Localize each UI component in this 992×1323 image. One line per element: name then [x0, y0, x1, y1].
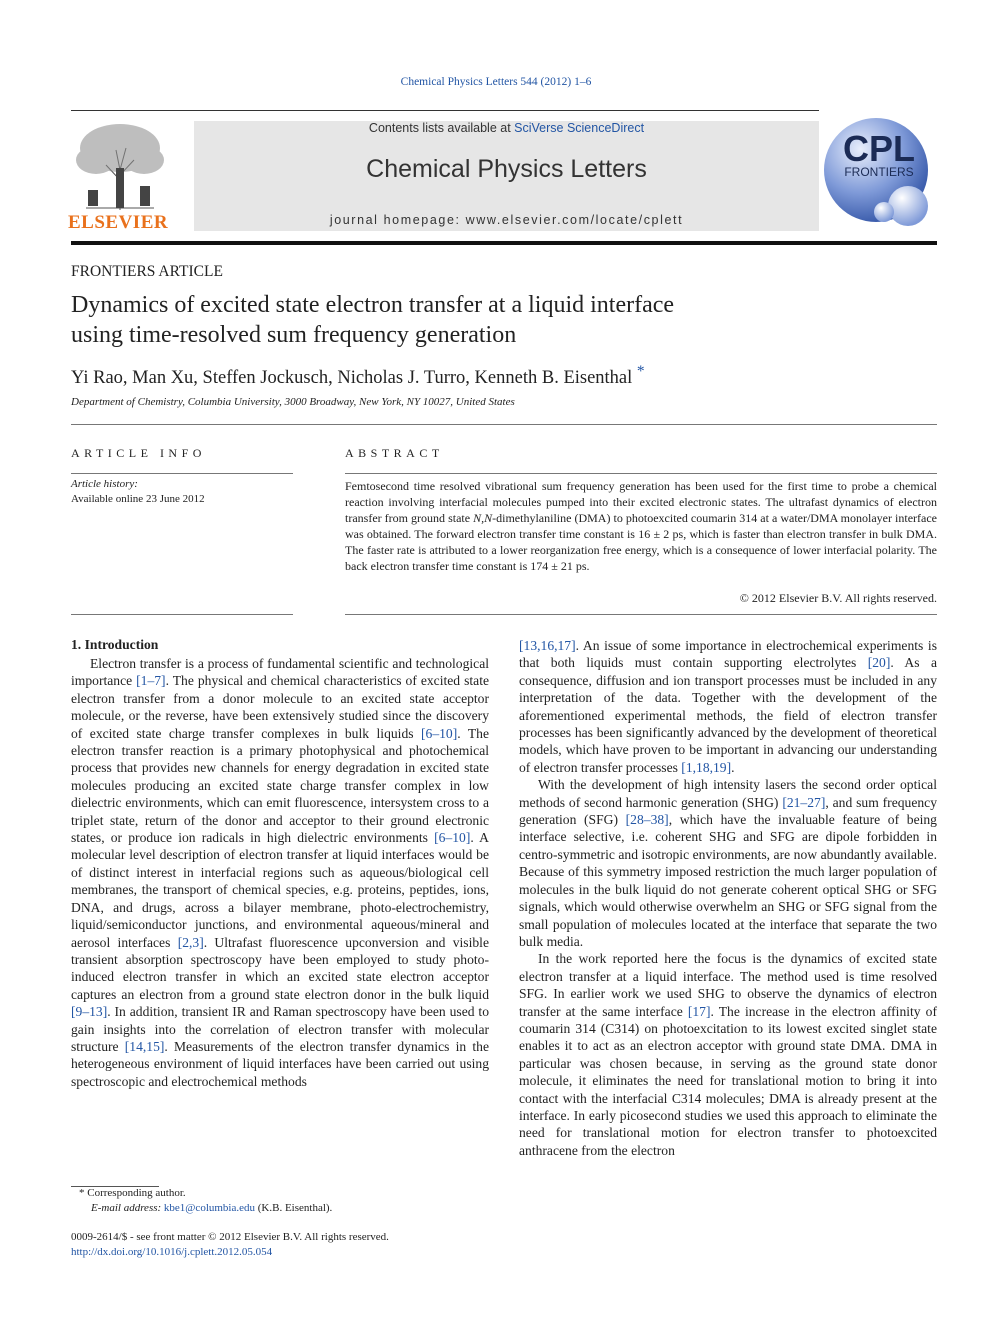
- email-link[interactable]: kbe1@columbia.edu: [163, 1202, 255, 1214]
- article-type: FRONTIERS ARTICLE: [71, 263, 223, 280]
- affiliation: Department of Chemistry, Columbia Univer…: [71, 396, 515, 408]
- cpl-logo-subtitle: FRONTIERS: [844, 165, 914, 179]
- contents-prefix: Contents lists available at: [368, 121, 515, 135]
- cpl-frontiers-logo[interactable]: CPL FRONTIERS: [822, 114, 942, 234]
- abstract-heading: ABSTRACT: [345, 446, 444, 460]
- abstract-copyright: © 2012 Elsevier B.V. All rights reserved…: [739, 591, 937, 605]
- paragraph: Electron transfer is a process of fundam…: [71, 656, 489, 1089]
- corresponding-author-mark[interactable]: *: [636, 363, 645, 380]
- footnote-rule: [71, 1186, 159, 1187]
- citation-link[interactable]: [20]: [867, 655, 891, 671]
- abstract-part-b: -dimethylaniline (DMA) to photoexcited c…: [345, 511, 937, 573]
- article-info-rule-top: [71, 473, 293, 474]
- article-title: Dynamics of excited state electron trans…: [71, 290, 791, 350]
- article-history-label: Article history:: [71, 478, 138, 490]
- contents-line: Contents lists available at SciVerse Sci…: [194, 121, 819, 135]
- citation-link[interactable]: [1–7]: [136, 673, 166, 689]
- title-line-2: using time-resolved sum frequency genera…: [71, 322, 517, 348]
- paragraph: With the development of high intensity l…: [519, 777, 937, 949]
- elsevier-tree-icon: [76, 124, 164, 210]
- citation-link[interactable]: [28–38]: [625, 812, 669, 828]
- citation-link[interactable]: [9–13]: [71, 1004, 108, 1020]
- footnote: * Corresponding author. E-mail address: …: [71, 1186, 489, 1216]
- body-column-left: Electron transfer is a process of fundam…: [71, 655, 489, 1090]
- footnote-corresponding: * Corresponding author.: [71, 1186, 489, 1201]
- journal-reference[interactable]: Chemical Physics Letters 544 (2012) 1–6: [400, 76, 592, 88]
- abstract-rule-bottom: [345, 614, 937, 615]
- body-column-right: [13,16,17]. An issue of some importance …: [519, 637, 937, 1159]
- homepage-url[interactable]: www.elsevier.com/locate/cplett: [465, 213, 684, 227]
- paragraph: [13,16,17]. An issue of some importance …: [519, 638, 937, 775]
- footnote-corresponding-text: Corresponding author.: [87, 1187, 186, 1199]
- journal-homepage: journal homepage: www.elsevier.com/locat…: [194, 213, 819, 227]
- citation-link[interactable]: [2,3]: [177, 934, 204, 950]
- cpl-logo-icon: [824, 118, 928, 226]
- citation-link[interactable]: [6–10]: [421, 725, 458, 741]
- citation-link[interactable]: [13,16,17]: [519, 638, 576, 653]
- doi-link[interactable]: http://dx.doi.org/10.1016/j.cplett.2012.…: [71, 1246, 273, 1258]
- email-suffix: (K.B. Eisenthal).: [257, 1202, 333, 1214]
- elsevier-logo[interactable]: ELSEVIER: [66, 120, 174, 233]
- elsevier-wordmark: ELSEVIER: [68, 212, 169, 233]
- abstract-text: Femtosecond time resolved vibrational su…: [345, 478, 937, 574]
- email-label: E-mail address:: [91, 1202, 162, 1214]
- title-line-1: Dynamics of excited state electron trans…: [71, 292, 675, 318]
- section-heading-introduction: 1. Introduction: [71, 637, 159, 652]
- abstract-part-a: Femtosecond time resolved vibrational su…: [345, 479, 937, 525]
- sciencedirect-link[interactable]: SciVerse ScienceDirect: [514, 121, 645, 135]
- section-rule: [71, 424, 937, 425]
- journal-banner: Contents lists available at SciVerse Sci…: [194, 121, 819, 231]
- citation-link[interactable]: [6–10]: [434, 830, 471, 846]
- homepage-prefix: journal homepage:: [329, 213, 466, 227]
- article-history-value: Available online 23 June 2012: [71, 493, 205, 505]
- front-matter: 0009-2614/$ - see front matter © 2012 El…: [71, 1230, 389, 1260]
- paragraph: In the work reported here the focus is t…: [519, 951, 938, 1158]
- issn-line: 0009-2614/$ - see front matter © 2012 El…: [71, 1231, 389, 1243]
- author-list: Yi Rao, Man Xu, Steffen Jockusch, Nichol…: [71, 363, 645, 389]
- header-rule: [71, 110, 819, 111]
- abstract-rule-top: [345, 473, 937, 474]
- citation-link[interactable]: [21–27]: [782, 794, 826, 810]
- cpl-logo-title: CPL: [843, 128, 915, 169]
- journal-title[interactable]: Chemical Physics Letters: [366, 155, 647, 183]
- abstract-italic: N,N: [473, 511, 493, 525]
- footnote-email: E-mail address: kbe1@columbia.edu (K.B. …: [71, 1201, 489, 1216]
- article-info-rule-bottom: [71, 614, 293, 615]
- authors-text: Yi Rao, Man Xu, Steffen Jockusch, Nichol…: [71, 368, 633, 389]
- footnote-mark: *: [79, 1187, 85, 1199]
- citation-link[interactable]: [14,15]: [124, 1038, 165, 1054]
- article-info-heading: ARTICLE INFO: [71, 446, 206, 460]
- citation-link[interactable]: [1,18,19]: [681, 759, 732, 775]
- citation-link[interactable]: [17]: [687, 1003, 711, 1019]
- header-thick-rule: [71, 241, 937, 245]
